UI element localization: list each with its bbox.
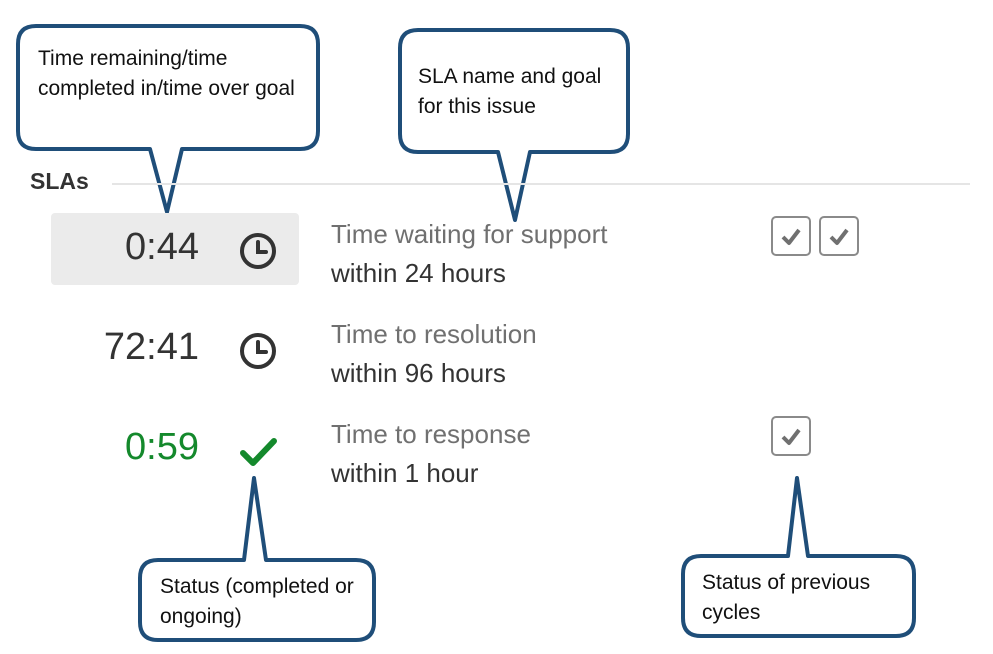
sla-goal: within 24 hours [331,258,506,288]
checkmark-icon [238,431,278,471]
callout-previous-text: Status of previous cycles [702,571,871,624]
previous-cycles [771,216,859,256]
sla-row: 0:59 Time to response within 1 hour [0,413,993,503]
check-icon [781,428,801,445]
previous-cycle-status[interactable] [771,416,811,456]
callout-name-bubble [398,28,630,222]
sla-goal: within 1 hour [331,458,479,488]
sla-goal: within 96 hours [331,358,506,388]
sla-row: 0:44 Time waiting for support within 24 … [0,213,993,303]
check-icon [781,228,801,245]
callout-status-bubble [138,476,376,642]
previous-cycle-status[interactable] [771,216,811,256]
sla-name: Time to response [331,419,531,449]
callout-status-text: Status (completed or ongoing) [160,575,354,628]
section-divider [112,183,970,185]
clock-icon [238,331,278,371]
clock-icon [238,231,278,271]
sla-row: 72:41 Time to resolution within 96 hours [0,313,993,403]
callout-time-text: Time remaining/time completed in/time ov… [38,47,295,100]
previous-cycles [771,416,811,456]
sla-time-box: 0:59 [51,413,299,485]
previous-cycle-status[interactable] [819,216,859,256]
section-title: SLAs [30,168,89,194]
check-icon [829,228,849,245]
sla-time-value: 72:41 [103,326,199,368]
sla-time-box: 0:44 [51,213,299,285]
sla-time-value: 0:59 [125,426,199,468]
callout-name-text: SLA name and goal for this issue [418,65,602,118]
sla-time-box: 72:41 [51,313,299,385]
sla-name: Time waiting for support [331,219,608,249]
callout-previous-bubble [681,476,916,638]
callout-time-bubble [16,24,320,214]
sla-time-value: 0:44 [125,226,199,268]
sla-name: Time to resolution [331,319,537,349]
